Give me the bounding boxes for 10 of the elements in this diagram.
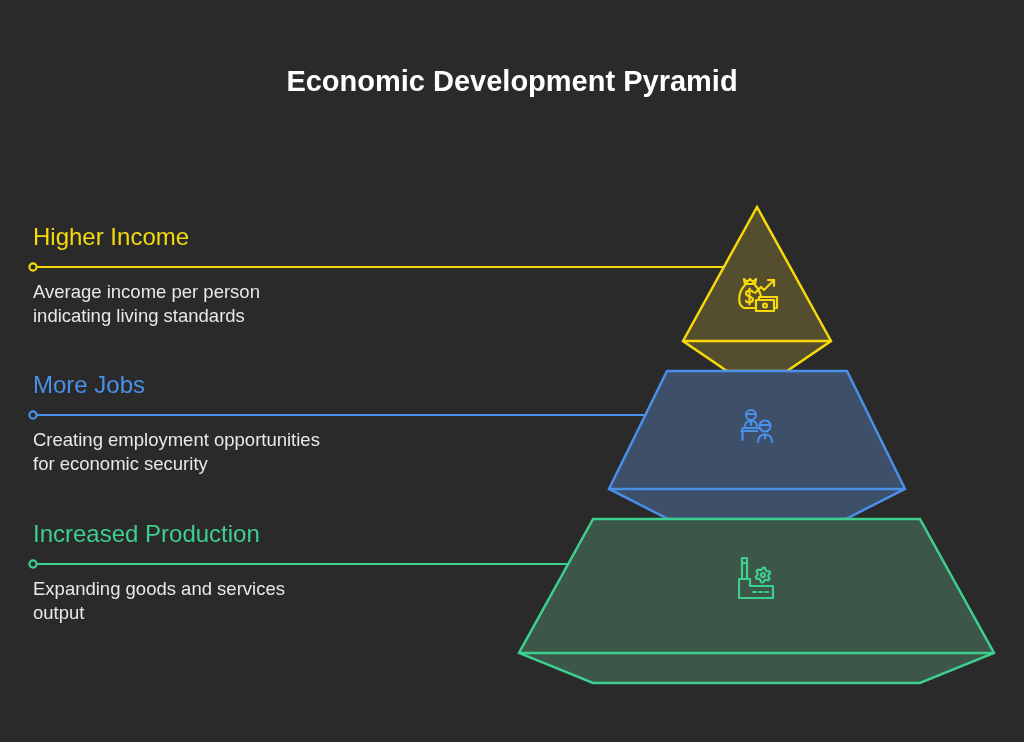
- diagram-title: Economic Development Pyramid: [285, 64, 739, 99]
- leader-line: [28, 262, 724, 272]
- description: Creating employment opportunities for economic security: [33, 428, 321, 476]
- leader-line: [28, 559, 569, 569]
- description: Average income per person indicating living standards: [33, 280, 261, 328]
- description: Expanding goods and services output: [33, 577, 286, 625]
- leader-line: [28, 410, 646, 420]
- heading: Higher Income: [33, 222, 191, 252]
- heading: Increased Production: [33, 519, 261, 549]
- heading: More Jobs: [33, 370, 147, 400]
